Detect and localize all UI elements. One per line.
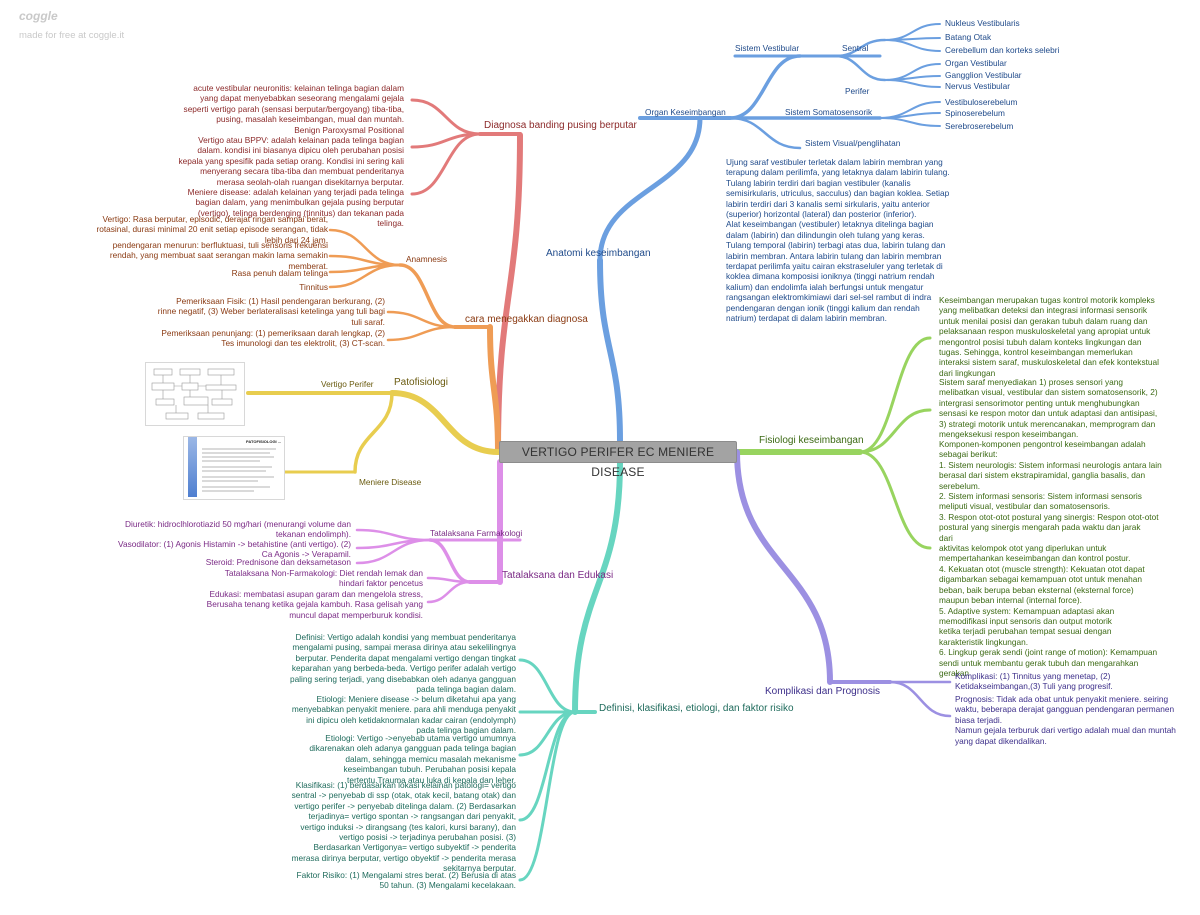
twig-perifer xyxy=(833,54,887,82)
tatalaksana-edukasi-text: Edukasi: membatasi asupan garam dan meng… xyxy=(206,589,423,620)
node-sistem-vestibular[interactable]: Sistem Vestibular xyxy=(735,43,800,53)
pemeriksaan-penunjang: Pemeriksaan penunjang: (1) pemeriksaan d… xyxy=(161,328,385,349)
twig-visual xyxy=(728,116,802,150)
node-vertigo-perifer[interactable]: Vertigo Perifer xyxy=(321,379,374,389)
node-diagnosa-banding[interactable]: Diagnosa banding pusing berputar xyxy=(484,120,637,131)
twig-diagnosa-3 xyxy=(410,132,482,196)
twig-fis-1 xyxy=(858,336,932,454)
twig-penunjang xyxy=(386,325,457,342)
node-definisi-klasifikasi[interactable]: Definisi, klasifikasi, etiologi, dan fak… xyxy=(599,703,794,714)
leaf-vestibuloserebelum[interactable]: Vestibuloserebelum xyxy=(945,97,1018,107)
coggle-logo[interactable]: coggle xyxy=(19,9,58,23)
branch-definisi xyxy=(572,459,623,715)
fisiologi-komponen: Komponen-komponen pengontrol keseimbanga… xyxy=(939,439,1162,678)
leaf-s3 xyxy=(884,39,941,52)
node-perifer[interactable]: Perifer xyxy=(845,86,870,96)
arrow-bar-icon xyxy=(188,437,197,497)
meniere-image-title: PATOFISIOLOGI ... xyxy=(246,439,282,444)
node-cara-menegakkan-diagnosa[interactable]: cara menegakkan diagnosa xyxy=(465,314,588,325)
twig-def-1 xyxy=(518,658,577,714)
node-patofisiologi[interactable]: Patofisiologi xyxy=(394,377,448,388)
node-sentral[interactable]: Sentral xyxy=(842,43,869,53)
twig-anam-4 xyxy=(328,263,402,289)
twig-diagnosa-1 xyxy=(410,98,482,136)
branch-anatomi-up xyxy=(597,115,703,263)
leaf-nukleus-vestibularis[interactable]: Nukleus Vestibularis xyxy=(945,18,1020,28)
flowchart-thumbnail-icon xyxy=(151,368,237,420)
tatalaksana-non-farmakologi: Tatalaksana Non-Farmakologi: Diet rendah… xyxy=(224,568,423,589)
leaf-p3 xyxy=(884,79,941,88)
prognosis-text: Prognosis: Tidak ada obat untuk penyakit… xyxy=(955,694,1176,746)
node-anamnesis[interactable]: Anamnesis xyxy=(406,254,448,264)
vertigo-perifer-diagram-image[interactable] xyxy=(145,362,245,426)
branch-diagnosa xyxy=(495,132,523,453)
twig-komp-2 xyxy=(888,680,952,718)
leaf-serebroserebelum[interactable]: Serebroserebelum xyxy=(945,121,1014,131)
klasifikasi-text: Klasifikasi: (1) berdasarkan lokasi kela… xyxy=(291,780,516,874)
branch-anatomi xyxy=(597,257,623,444)
leaf-spinoserebelum[interactable]: Spinoserebelum xyxy=(945,108,1005,118)
etiologi-meniere-text: Etiologi: Meniere disease -> belum diket… xyxy=(291,694,516,736)
faktor-risiko-text: Faktor Risiko: (1) Mengalami stres berat… xyxy=(296,870,516,891)
diagnosa-banding-text: acute vestibular neuronitis: kelainan te… xyxy=(178,83,404,229)
meniere-disease-diagram-image[interactable]: PATOFISIOLOGI ... xyxy=(183,436,285,500)
anamnesis-pendengaran: pendengaran menurun: berfluktuasi, tuli … xyxy=(109,240,328,271)
twig-edukasi xyxy=(426,580,472,604)
leaf-batang-otak[interactable]: Batang Otak xyxy=(945,32,992,42)
node-anatomi-keseimbangan[interactable]: Anatomi keseimbangan xyxy=(546,248,651,259)
anamnesis-vertigo: Vertigo: Rasa berputar, episodic, deraja… xyxy=(96,214,328,245)
fisiologi-sistem-saraf: Sistem saraf menyediakan 1) proses senso… xyxy=(939,377,1158,440)
etiologi-vertigo-text: Etiologi: Vertigo ->enyebab utama vertig… xyxy=(309,733,516,785)
node-tatalaksana-edukasi[interactable]: Tatalaksana dan Edukasi xyxy=(502,570,614,581)
komplikasi-text: Komplikasi: (1) Tinnitus yang menetap, (… xyxy=(955,671,1113,692)
anamnesis-tinnitus: Tinnitus xyxy=(299,282,328,292)
branch-pato xyxy=(389,390,501,455)
pemeriksaan-fisik: Pemeriksaan Fisik: (1) Hasil pendengaran… xyxy=(157,296,385,327)
leaf-organ-vestibular[interactable]: Organ Vestibular xyxy=(945,58,1007,68)
anatomi-text: Ujung saraf vestibuler terletak dalam la… xyxy=(726,157,950,324)
node-sistem-somatosensorik[interactable]: Sistem Somatosensorik xyxy=(785,107,873,117)
twig-vestibular xyxy=(728,54,802,120)
farmakologi-steroid: Steroid: Prednisone dan deksametason xyxy=(205,557,351,567)
node-sistem-visual[interactable]: Sistem Visual/penglihatan xyxy=(805,138,901,148)
node-komplikasi-prognosis[interactable]: Komplikasi dan Prognosis xyxy=(765,686,881,697)
twig-farm-3 xyxy=(355,538,432,565)
twig-farm-1 xyxy=(355,528,432,542)
twig-fis-2 xyxy=(858,408,932,454)
node-organ-keseimbangan[interactable]: Organ Keseimbangan xyxy=(645,107,726,117)
branch-komplikasi xyxy=(734,449,833,685)
leaf-nervus-vestibular[interactable]: Nervus Vestibular xyxy=(945,81,1011,91)
text-lines-icon xyxy=(202,448,276,492)
node-meniere-disease[interactable]: Meniere Disease xyxy=(359,477,422,487)
twig-meniere xyxy=(353,391,394,474)
farmakologi-vasodilator: Vasodilator: (1) Agonis Histamin -> beta… xyxy=(118,539,351,560)
definisi-text: Definisi: Vertigo adalah kondisi yang me… xyxy=(289,632,516,695)
twig-fis-3 xyxy=(858,450,932,550)
leaf-cerebellum[interactable]: Cerebellum dan korteks selebri xyxy=(945,45,1060,55)
anamnesis-rasa-penuh: Rasa penuh dalam telinga xyxy=(231,268,328,278)
twig-def-5 xyxy=(518,710,577,882)
fisiologi-tugas-kontrol: Keseimbangan merupakan tugas kontrol mot… xyxy=(939,295,1159,378)
leaf-so2 xyxy=(879,112,941,119)
twig-anam-2 xyxy=(328,254,402,267)
branch-cara xyxy=(487,324,501,455)
leaf-so3 xyxy=(879,117,941,127)
leaf-gangglion-vestibular[interactable]: Gangglion Vestibular xyxy=(945,70,1022,80)
root-node[interactable]: VERTIGO PERIFER EC MENIERE DISEASE xyxy=(499,441,737,479)
farmakologi-diuretik: Diuretik: hidroclhlorotiazid 50 mg/hari … xyxy=(125,519,351,540)
made-with-coggle-text[interactable]: made for free at coggle.it xyxy=(19,30,125,41)
twig-anamnesis xyxy=(398,263,457,329)
twig-farm xyxy=(428,538,472,584)
node-fisiologi-keseimbangan[interactable]: Fisiologi keseimbangan xyxy=(759,435,864,446)
node-tatalaksana-farmakologi[interactable]: Tatalaksana Farmakologi xyxy=(430,528,523,538)
